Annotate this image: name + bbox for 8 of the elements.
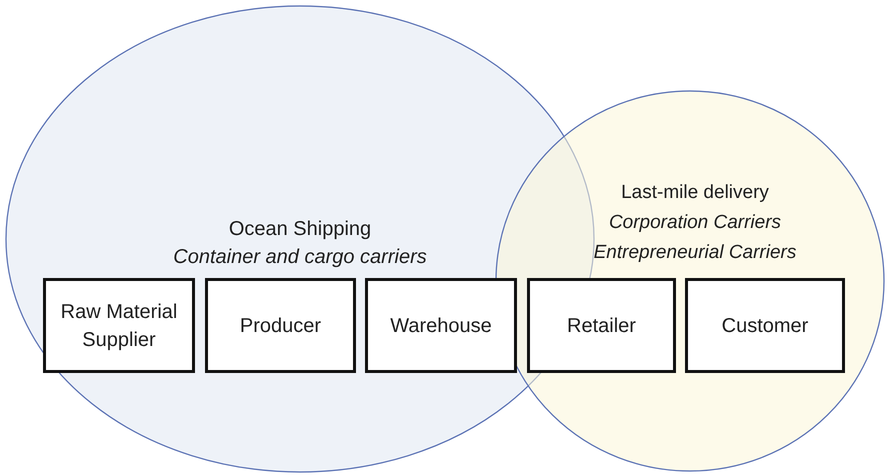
region-title: Ocean Shipping (228, 218, 372, 241)
stage-box: Customer (685, 278, 845, 373)
region-subtitle: Corporation Carriers (608, 212, 782, 234)
region-subtitle: Entrepreneurial Carriers (592, 242, 798, 264)
region-title: Last-mile delivery (620, 182, 770, 204)
region-subtitle: Container and cargo carriers (172, 246, 428, 269)
stage-box: Warehouse (365, 278, 517, 373)
stage-box: Producer (205, 278, 356, 373)
